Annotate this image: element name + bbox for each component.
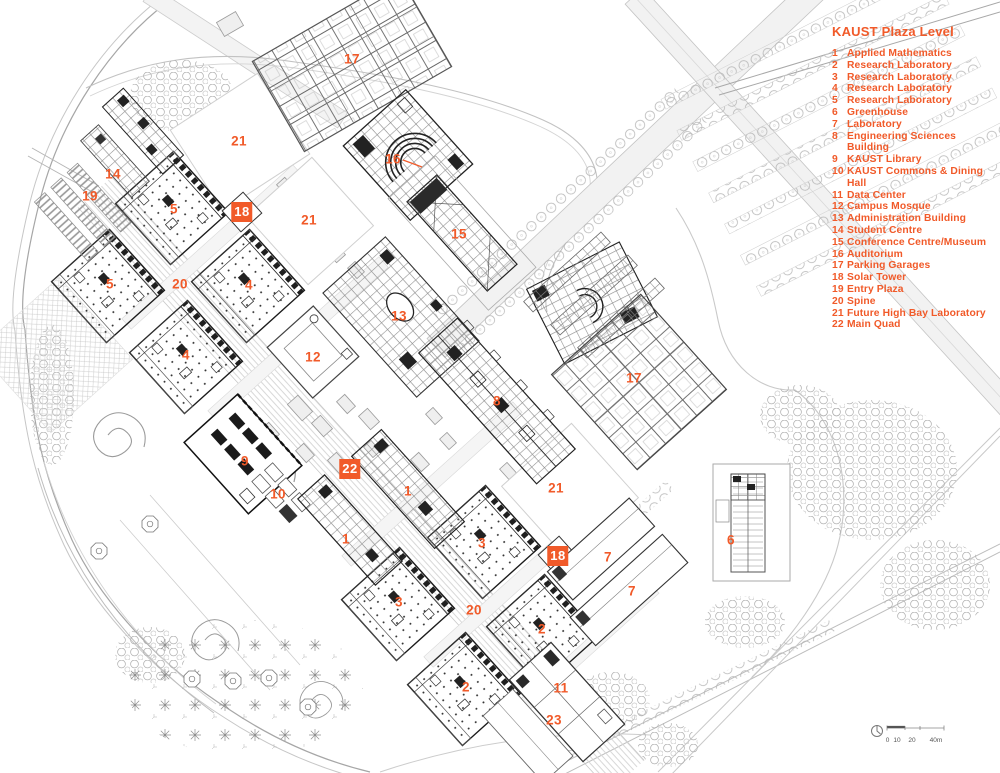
building-7-laboratory-north — [546, 497, 656, 601]
legend-item-name: Spine — [847, 295, 876, 307]
legend-item-name: Student Centre — [847, 224, 923, 236]
legend-item-name: Laboratory — [847, 118, 902, 130]
legend-item-8: 8 Engineering Sciences Building — [832, 131, 1000, 155]
legend-item-5: 5 Research Laboratory — [832, 95, 1000, 107]
legend-item-name: Engineering Sciences Building — [847, 130, 957, 154]
legend-title: KAUST Plaza Level — [832, 24, 954, 39]
legend-item-name: Greenhouse — [847, 106, 909, 118]
legend-item-number: 17 — [832, 260, 844, 272]
scale-tick-40: 40m — [930, 737, 943, 744]
legend-item-number: 12 — [832, 201, 844, 213]
legend-item-number: 9 — [832, 154, 838, 166]
legend-item-6: 6 Greenhouse — [832, 107, 1000, 119]
legend-item-number: 6 — [832, 106, 838, 118]
legend-item-number: 22 — [832, 319, 844, 331]
legend-item-number: 18 — [832, 272, 844, 284]
legend-item-number: 2 — [832, 59, 838, 71]
legend-item-3: 3 Research Laboratory — [832, 72, 1000, 84]
coastal-parking-strips — [660, 0, 1000, 297]
building-17-parking-garage-north — [251, 0, 453, 153]
building-9-kaust-library — [183, 393, 303, 515]
legend-item-number: 4 — [832, 83, 838, 95]
legend-item-number: 7 — [832, 118, 838, 130]
legend-item-9: 9 KAUST Library — [832, 154, 1000, 166]
legend-item-number: 16 — [832, 248, 844, 260]
future-high-bay-site-mid — [245, 156, 375, 286]
legend-item-name: Entry Plaza — [847, 283, 904, 295]
building-11-data-center — [508, 641, 626, 763]
legend-item-number: 20 — [832, 295, 844, 307]
scale-bar: 0 10 20 40m — [871, 725, 945, 744]
legend-item-number: 15 — [832, 236, 844, 248]
legend-item-number: 13 — [832, 213, 844, 225]
legend-item-name: Research Laboratory — [847, 83, 952, 95]
legend-item-number: 5 — [832, 95, 838, 107]
building-1-applied-mathematics-south — [296, 474, 404, 586]
legend-item-name: Administration Building — [847, 213, 966, 225]
legend-item-number: 19 — [832, 283, 844, 295]
legend-item-name: Future High Bay Laboratory — [847, 307, 986, 319]
building-23-service-block — [482, 688, 574, 773]
legend-item-number: 8 — [832, 130, 838, 142]
legend-item-name: Solar Tower — [847, 272, 907, 284]
scale-tick-10: 10 — [893, 737, 901, 744]
building-6-greenhouse — [712, 463, 791, 582]
legend-item-name: Main Quad — [847, 319, 901, 331]
label-16-leader-line — [402, 159, 423, 168]
legend-item-name: KAUST Commons & Dining Hall — [847, 165, 984, 189]
building-12-campus-mosque — [266, 305, 360, 399]
building-15-conference-centre — [387, 155, 537, 311]
legend-item-name: Research Laboratory — [847, 59, 952, 71]
building-1-applied-mathematics-north — [350, 428, 466, 550]
legend-item-1: 1 Applied Mathematics — [832, 48, 1000, 60]
legend-item-name: Conference Centre/Museum — [847, 236, 987, 248]
building-7-laboratory-south — [569, 533, 689, 647]
coastal-avenue — [624, 0, 1000, 420]
legend-item-name: Research Laboratory — [847, 95, 952, 107]
building-8-engineering-sciences — [417, 317, 577, 485]
legend-item-name: Research Laboratory — [847, 71, 952, 83]
legend-item-2: 2 Research Laboratory — [832, 60, 1000, 72]
legend-item-7: 7 Laboratory — [832, 119, 1000, 131]
scale-tick-0: 0 — [886, 737, 890, 744]
building-17-parking-garage-east — [550, 293, 728, 471]
legend-item-number: 11 — [832, 189, 844, 201]
palm-grove — [90, 412, 363, 756]
legend-item-4: 4 Research Laboratory — [832, 83, 1000, 95]
legend-item-name: KAUST Library — [847, 154, 922, 166]
legend-item-number: 10 — [832, 165, 844, 177]
legend-item-number: 14 — [832, 224, 844, 236]
north-indicator-icon — [871, 725, 883, 737]
building-14-student-centre — [101, 87, 185, 175]
legend-item-name: Campus Mosque — [847, 201, 931, 213]
legend-item-name: Auditorium — [847, 248, 903, 260]
legend-item-number: 1 — [832, 48, 838, 59]
legend-item-number: 3 — [832, 71, 838, 83]
legend-item-name: Applied Mathematics — [847, 48, 952, 59]
building-19-entry-plaza — [33, 162, 132, 262]
legend-item-number: 21 — [832, 307, 844, 319]
legend-item-name: Parking Garages — [847, 260, 931, 272]
scale-tick-20: 20 — [908, 737, 916, 744]
legend-item-name: Data Center — [847, 189, 906, 201]
